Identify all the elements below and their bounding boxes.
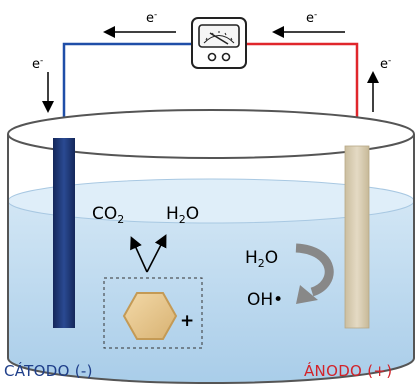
electron-label-top-right: e- (306, 10, 317, 26)
anode-label: ÁNODO (+) (304, 362, 393, 380)
species-oh-radical: OH• (247, 290, 283, 310)
anode-wire (246, 42, 359, 150)
pollutant-box (103, 277, 203, 349)
electron-label-top-left: e- (146, 10, 157, 26)
cathode-label: CÁTODO (-) (4, 362, 93, 380)
electron-label-left: e- (32, 56, 43, 72)
anode-electrode (344, 145, 370, 329)
species-h2o-anode: H2O (245, 248, 278, 270)
hexagon-pollutant-icon (122, 292, 178, 340)
cathode-wire (62, 42, 192, 150)
plus-sign: + (180, 311, 194, 331)
species-h2o-cathode: H2O (166, 204, 199, 226)
species-co2: CO2 (92, 204, 124, 226)
reaction-arrow-to-h2o (146, 234, 167, 273)
reaction-arrow-curved-head (296, 285, 318, 304)
voltmeter-icon (191, 17, 247, 69)
reaction-arrow-curved (295, 243, 334, 297)
reaction-arrow-to-co2 (130, 236, 148, 273)
electron-label-right: e- (380, 56, 391, 72)
water (8, 179, 414, 383)
beaker-bottom (7, 357, 415, 384)
cathode-electrode (53, 138, 75, 328)
